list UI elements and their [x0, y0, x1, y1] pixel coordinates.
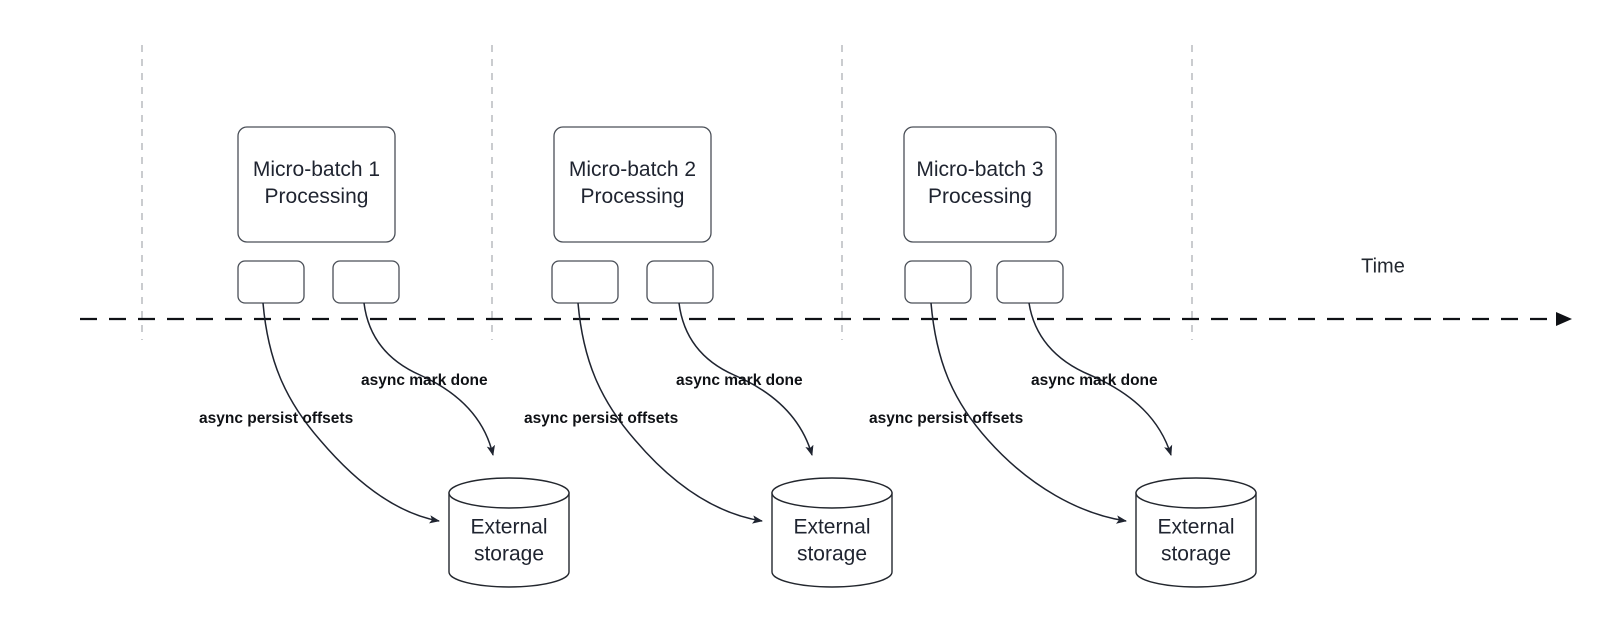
- tick-persist-box[interactable]: [237, 260, 305, 304]
- async-persist-offsets-arrow: [930, 302, 1127, 524]
- timeline-axis: Time: [80, 255, 1572, 326]
- external-storage-cylinder-body[interactable]: [448, 492, 570, 588]
- async-persist-offsets-arrow: [577, 302, 763, 524]
- async-persist-offsets-label: async persist offsets: [199, 410, 353, 427]
- async-persist-offsets-label: async persist offsets: [869, 410, 1023, 427]
- external-storage-label-line2: storage: [797, 543, 867, 566]
- external-storage-cylinder-top: [771, 477, 893, 509]
- external-storage-cylinder-top: [448, 477, 570, 509]
- tick-persist-box[interactable]: [904, 260, 972, 304]
- tick-mark-done-box[interactable]: [646, 260, 714, 304]
- async-mark-done-arrow: [363, 302, 495, 456]
- micro-batch-label-line1: Micro-batch 2: [569, 158, 696, 181]
- async-mark-done-label: async mark done: [676, 372, 803, 389]
- external-storage-label-line1: External: [470, 516, 547, 539]
- timeline-axis-label: Time: [1361, 255, 1405, 277]
- async-mark-done-label: async mark done: [1031, 372, 1158, 389]
- async-persist-offsets-label: async persist offsets: [524, 410, 678, 427]
- tick-mark-done-box[interactable]: [332, 260, 400, 304]
- async-persist-offsets-arrow: [262, 302, 440, 524]
- micro-batch-label-line2: Processing: [928, 185, 1032, 208]
- external-storage-label-line2: storage: [1161, 543, 1231, 566]
- async-mark-done-label: async mark done: [361, 372, 488, 389]
- external-storage-cylinder-top: [1135, 477, 1257, 509]
- micro-batch-label-line2: Processing: [265, 185, 369, 208]
- micro-batch-processing-box[interactable]: [903, 126, 1057, 243]
- external-storage-label-line1: External: [793, 516, 870, 539]
- micro-batch-processing-box[interactable]: [237, 126, 396, 243]
- external-storage-cylinder-body[interactable]: [771, 492, 893, 588]
- micro-batch-label-line1: Micro-batch 3: [916, 158, 1043, 181]
- micro-batch-processing-box[interactable]: [553, 126, 712, 243]
- tick-mark-done-box[interactable]: [996, 260, 1064, 304]
- timeline-arrowhead-icon: [1556, 312, 1572, 326]
- async-mark-done-arrow: [678, 302, 814, 456]
- async-mark-done-arrow: [1028, 302, 1173, 456]
- micro-batch-label-line1: Micro-batch 1: [253, 158, 380, 181]
- external-storage-label-line1: External: [1157, 516, 1234, 539]
- micro-batch-label-line2: Processing: [581, 185, 685, 208]
- tick-persist-box[interactable]: [551, 260, 619, 304]
- external-storage-label-line2: storage: [474, 543, 544, 566]
- external-storage-cylinder-body[interactable]: [1135, 492, 1257, 588]
